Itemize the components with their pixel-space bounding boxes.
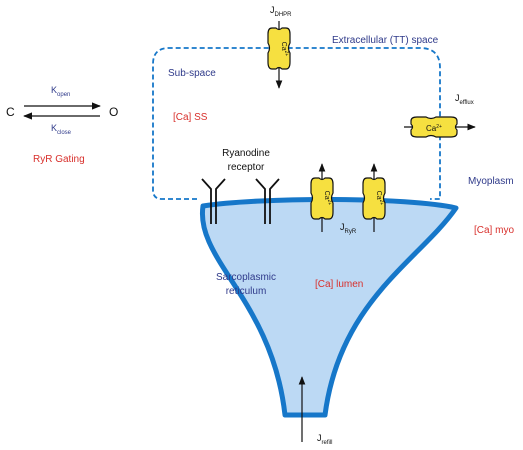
dhpr-channel: Ca2+	[267, 21, 291, 89]
ryanodine-receptor-icon	[255, 178, 280, 224]
j-refill-label: Jrefill	[317, 433, 333, 446]
ca-lumen-label: [Ca] lumen	[315, 279, 363, 290]
ryr-gating-title: RyR Gating	[33, 154, 85, 165]
ryr-channel: Ca2+	[362, 163, 386, 232]
sarcoplasmic-reticulum-shape	[199, 197, 459, 418]
j-dhpr-label: JDHPR	[270, 5, 292, 18]
ryanodine-receptor-label-line1: Ryanodine	[222, 148, 270, 159]
dhpr-channel-label: Ca2+	[280, 42, 289, 57]
sr-label-line2: reticulum	[226, 286, 267, 297]
ryanodine-receptor-label-line2: receptor	[228, 162, 265, 173]
sr-label-line1: Sarcoplasmic	[216, 272, 276, 283]
myoplasm-label: Myoplasm	[468, 176, 514, 187]
gating-arrows	[23, 102, 101, 120]
efflux-channel: Ca2+	[404, 116, 476, 138]
ryr-channel-label: Ca2+	[375, 191, 384, 206]
subspace-boundary	[152, 47, 441, 200]
ryanodine-receptor-icon	[201, 178, 226, 224]
k-open-label: Kopen	[51, 85, 70, 98]
ryr-channel-label: Ca2+	[323, 191, 332, 206]
j-efflux-label: Jefflux	[455, 93, 474, 106]
ryr-channel: Ca2+	[310, 163, 334, 232]
extracellular-space-label: Extracellular (TT) space	[332, 35, 439, 46]
state-closed-label: C	[6, 105, 15, 119]
k-close-label: Kclose	[51, 123, 72, 136]
subspace-label: Sub-space	[168, 68, 216, 79]
state-open-label: O	[109, 105, 118, 119]
ca-myo-label: [Ca] myo	[474, 225, 514, 236]
ca-ss-label: [Ca] SS	[173, 112, 208, 123]
efflux-channel-label: Ca2+	[426, 124, 442, 133]
j-ryr-label: JRyR	[340, 222, 357, 235]
